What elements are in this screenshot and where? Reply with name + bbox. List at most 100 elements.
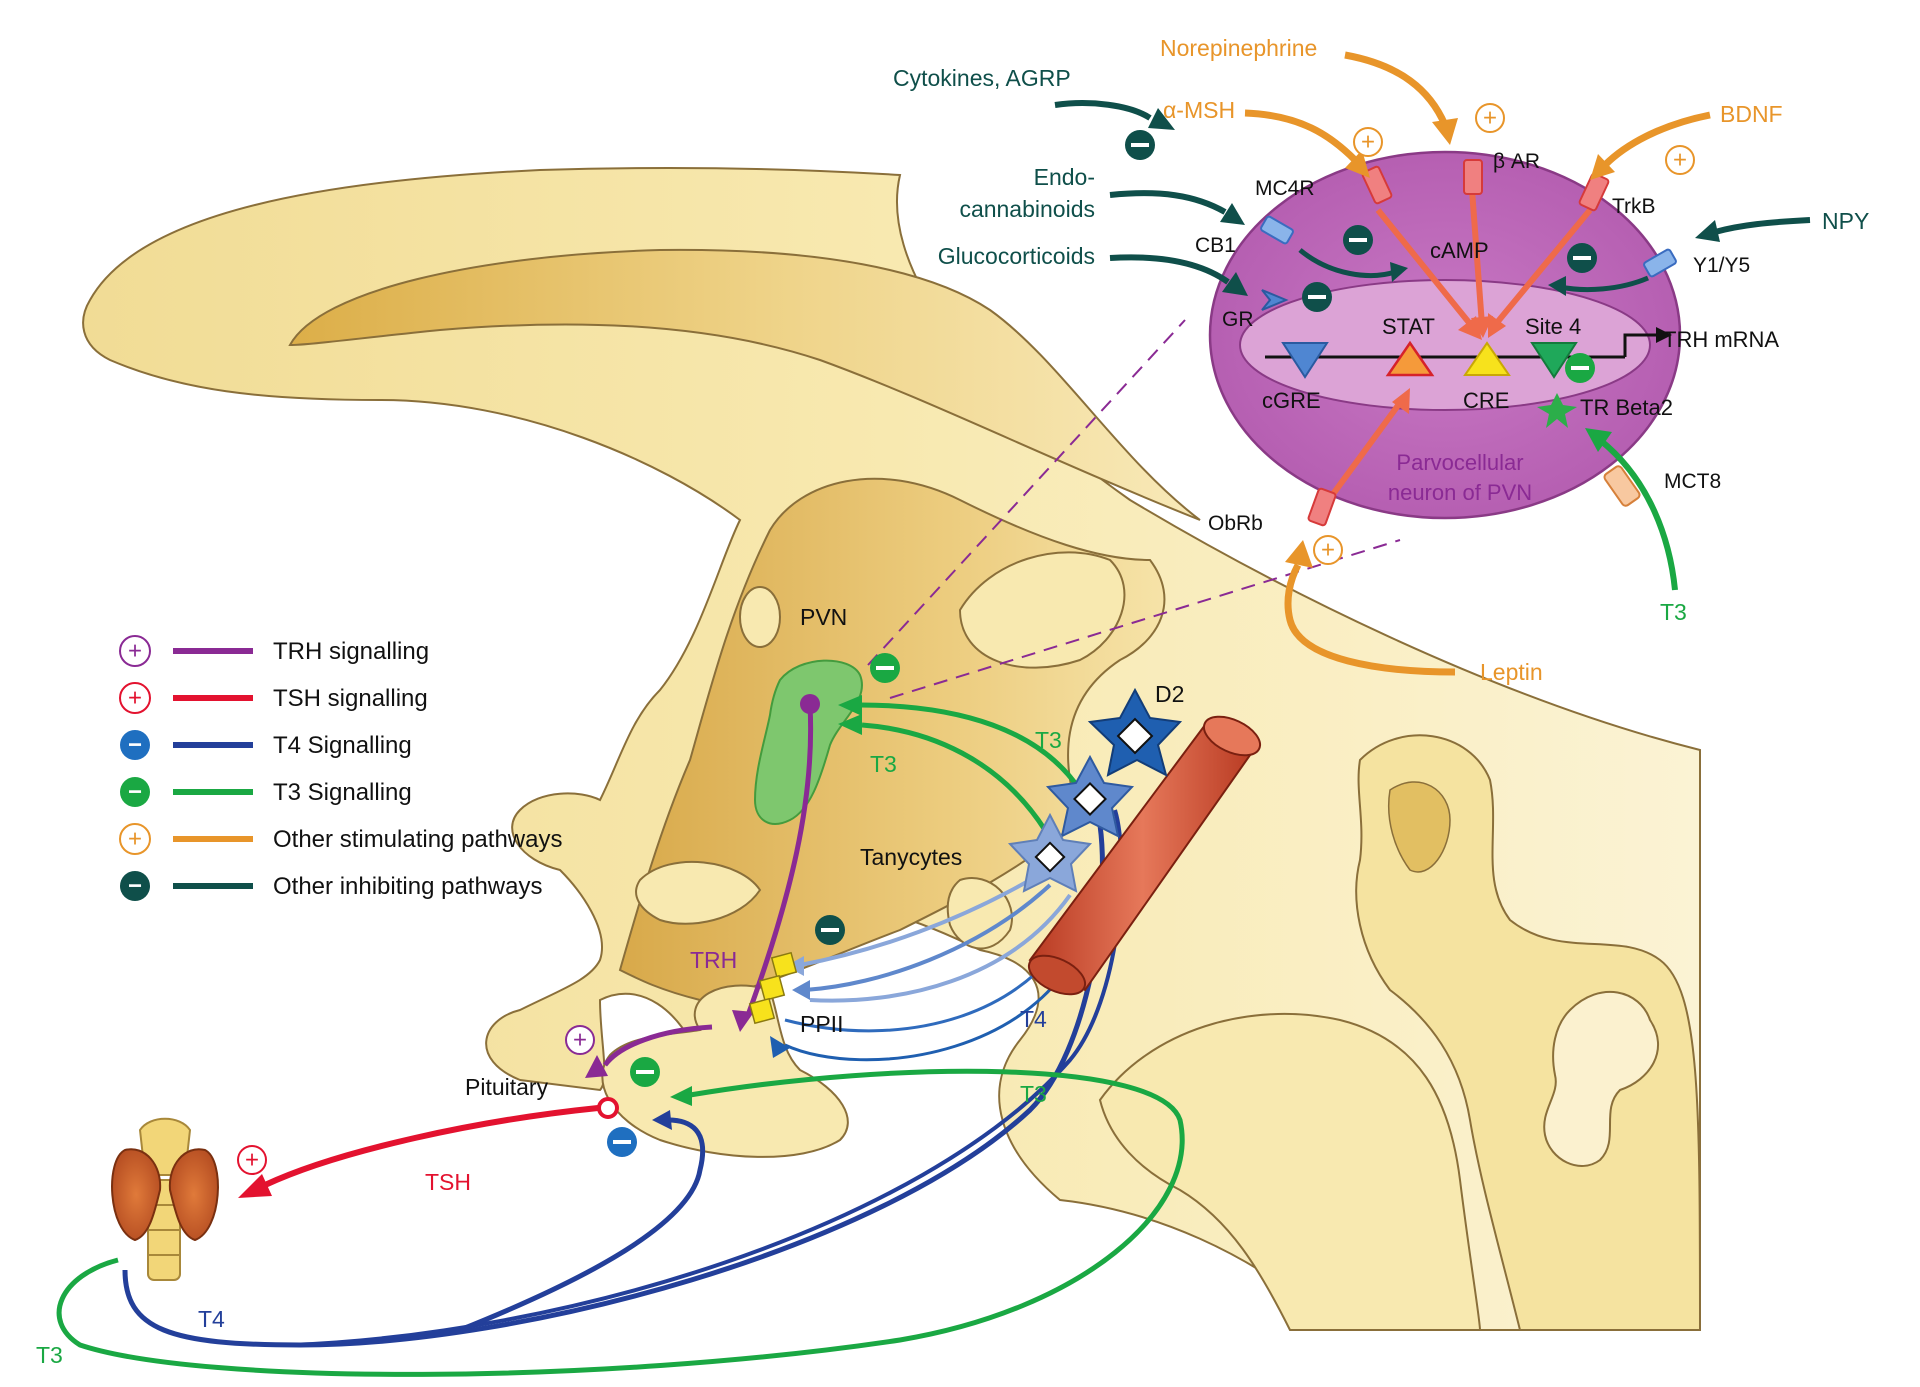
label-bar: β AR [1493, 150, 1540, 173]
y1y5-inhibit-arrow [1559, 275, 1649, 293]
label-norepinephrine: Norepinephrine [1160, 35, 1317, 61]
legend-sign-icon [120, 730, 150, 760]
thyroid-gland [111, 1117, 219, 1281]
parvocellular-neuron [1208, 150, 1682, 527]
label-t3-b: T3 [1035, 727, 1062, 753]
svg-text:+: + [1673, 147, 1687, 174]
label-t4-b: T4 [198, 1306, 225, 1332]
brain-sign-badges: + + [237, 653, 900, 1175]
tanycyte-line-1 [799, 878, 1031, 967]
legend-label: Other stimulating pathways [273, 826, 562, 853]
transcription-arrow [1623, 333, 1660, 357]
site4-triangle [1530, 342, 1578, 379]
t3-to-pvn-upper [859, 702, 1083, 792]
legend-label: T3 Signalling [273, 779, 412, 806]
y1y5-inhibit-head [1548, 276, 1566, 296]
svg-text:+: + [1321, 537, 1335, 564]
t4-long [122, 824, 1105, 1348]
label-endo2: cannabinoids [959, 196, 1095, 222]
input-arrows [1054, 51, 1811, 676]
blood-vessel [1027, 715, 1262, 996]
tanycyte-stars [1007, 687, 1183, 893]
npy-arrow [1714, 217, 1811, 235]
label-mc4r: MC4R [1255, 177, 1315, 200]
bdnf-arrow [1602, 111, 1711, 168]
legend-sign-icon [120, 871, 150, 901]
legend-sign: + [128, 826, 142, 853]
label-mct8: MCT8 [1664, 470, 1721, 493]
legend-label: TSH signalling [273, 685, 428, 712]
input-arrow-heads [1148, 108, 1720, 568]
label-t3-d: T3 [36, 1342, 63, 1368]
label-d2: D2 [1155, 681, 1184, 707]
trkb-receptor [1578, 172, 1610, 212]
nucleus [1239, 279, 1651, 411]
label-cytokines: Cytokines, AGRP [893, 65, 1071, 91]
label-t3-c: T3 [1020, 1081, 1047, 1107]
cre-triangle [1463, 341, 1511, 376]
ppii-squares [748, 951, 798, 1025]
tanycyte-line-3 [809, 893, 1072, 1003]
svg-text:+: + [245, 1147, 259, 1174]
anterior-commissure [739, 586, 781, 648]
cerebellum-folia [1543, 991, 1660, 1167]
thalamus-bump [958, 551, 1126, 669]
label-trkb: TrkB [1612, 195, 1656, 218]
brain-pathways [56, 702, 1185, 1377]
tr-beta2-star [1537, 393, 1577, 428]
label-trh-mrna: TRH mRNA [1663, 327, 1779, 352]
label-y1y5: Y1/Y5 [1693, 254, 1750, 277]
legend-sign-icon [120, 777, 150, 807]
fourth-ventricle [1387, 781, 1451, 873]
neuron-sign-badges: + + + + [1125, 103, 1695, 565]
internal-arrows [1322, 189, 1593, 507]
label-bdnf: BDNF [1720, 101, 1783, 127]
legend-item: − T4 Signalling [120, 730, 412, 760]
brainstem [1098, 1013, 1482, 1331]
label-site4: Site 4 [1525, 314, 1581, 339]
label-cgre: cGRE [1262, 388, 1321, 413]
optic-chiasm [635, 860, 762, 925]
label-pvn: PVN [800, 604, 847, 630]
cerebellum [1355, 734, 1702, 1331]
legend-label: T4 Signalling [273, 732, 412, 759]
label-endo1: Endo- [1034, 164, 1095, 190]
label-cre: CRE [1463, 388, 1509, 413]
label-neuron-title-1: Parvocellular [1396, 450, 1523, 475]
pvn-trh-neuron-dot [800, 694, 820, 714]
label-ppii: PPII [800, 1011, 843, 1037]
lateral-ventricle [288, 248, 1201, 521]
label-camp: cAMP [1430, 238, 1489, 263]
legend-item: +TSH signalling [119, 682, 428, 714]
cb1-inhibit-head [1390, 262, 1408, 282]
trh-to-pituitary [603, 1024, 713, 1067]
legend-label: Other inhibiting pathways [273, 873, 542, 900]
pituitary-target [597, 1097, 619, 1119]
label-leptin: Leptin [1480, 659, 1543, 685]
cb1-receptor [1260, 215, 1294, 245]
legend-sign-icon [119, 682, 151, 714]
svg-text:+: + [1483, 105, 1497, 132]
label-obrb: ObRb [1208, 512, 1263, 535]
legend-sign-icon [119, 635, 151, 667]
legend-sign: − [128, 732, 142, 759]
label-gr: GR [1222, 308, 1254, 331]
y1y5-receptor [1643, 248, 1677, 278]
legend-sign: − [128, 873, 142, 900]
label-neuron-title-2: neuron of PVN [1388, 480, 1532, 505]
legend: +TRH signalling+TSH signalling−T4 Signal… [119, 635, 562, 901]
legend-label: TRH signalling [273, 638, 429, 665]
t3-to-pvn-lower [861, 722, 1048, 832]
label-t3-input: T3 [1660, 599, 1687, 625]
label-npy: NPY [1822, 208, 1869, 234]
tsh-arrow [263, 1105, 599, 1188]
legend-sign: + [128, 638, 142, 665]
zoom-line-lower [889, 539, 1401, 699]
label-gluco: Glucocorticoids [938, 243, 1095, 269]
mct8-transporter [1603, 465, 1641, 507]
transcription-arrow-head [1656, 327, 1672, 343]
zoom-line-upper [867, 319, 1186, 666]
t4-to-pituitary [459, 1117, 706, 1333]
